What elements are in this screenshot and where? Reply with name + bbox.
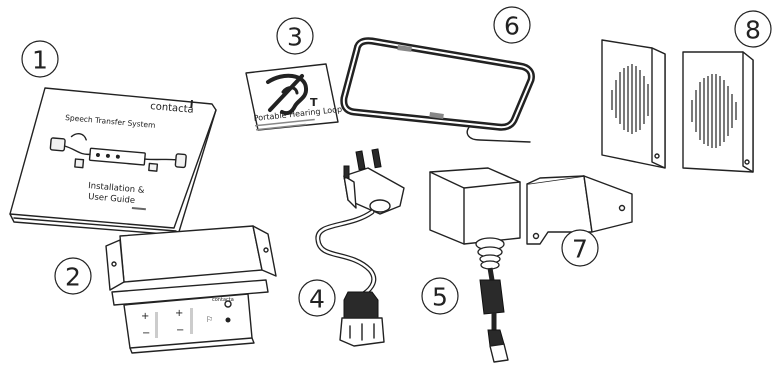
svg-text:⚐: ⚐: [206, 315, 213, 324]
installation-user-guide: contacta Speech Transfer System Installa…: [10, 88, 216, 235]
callout-8-label: 8: [745, 16, 761, 45]
callout-1-label: 1: [32, 46, 48, 75]
callout-3: 3: [277, 18, 313, 54]
callout-3-label: 3: [287, 23, 303, 52]
callout-7-label: 7: [572, 235, 588, 264]
power-adapter: [430, 168, 520, 362]
portable-loop-pad: [344, 41, 532, 142]
callout-5: 5: [422, 278, 458, 314]
svg-text:−: −: [142, 328, 150, 339]
svg-text:−: −: [176, 325, 184, 336]
callout-2-label: 2: [65, 263, 81, 292]
callout-8: 8: [735, 11, 771, 47]
speaker-right: [683, 52, 753, 172]
amplifier-unit: + − + − contacta ⚐: [106, 226, 276, 353]
callout-6: 6: [494, 7, 530, 43]
callout-2: 2: [55, 258, 91, 294]
callout-4-label: 4: [309, 285, 325, 314]
speaker-left: [602, 40, 665, 168]
mains-power-cable: [318, 149, 404, 346]
callout-5-label: 5: [432, 283, 448, 312]
callout-4: 4: [299, 280, 335, 316]
callout-6-label: 6: [504, 12, 520, 41]
hearing-loop-sign: T Portable Hearing Loop: [246, 64, 342, 130]
callout-1: 1: [22, 41, 58, 77]
svg-text:+: +: [175, 308, 183, 319]
svg-text:+: +: [141, 311, 149, 322]
callout-7: 7: [562, 230, 598, 266]
